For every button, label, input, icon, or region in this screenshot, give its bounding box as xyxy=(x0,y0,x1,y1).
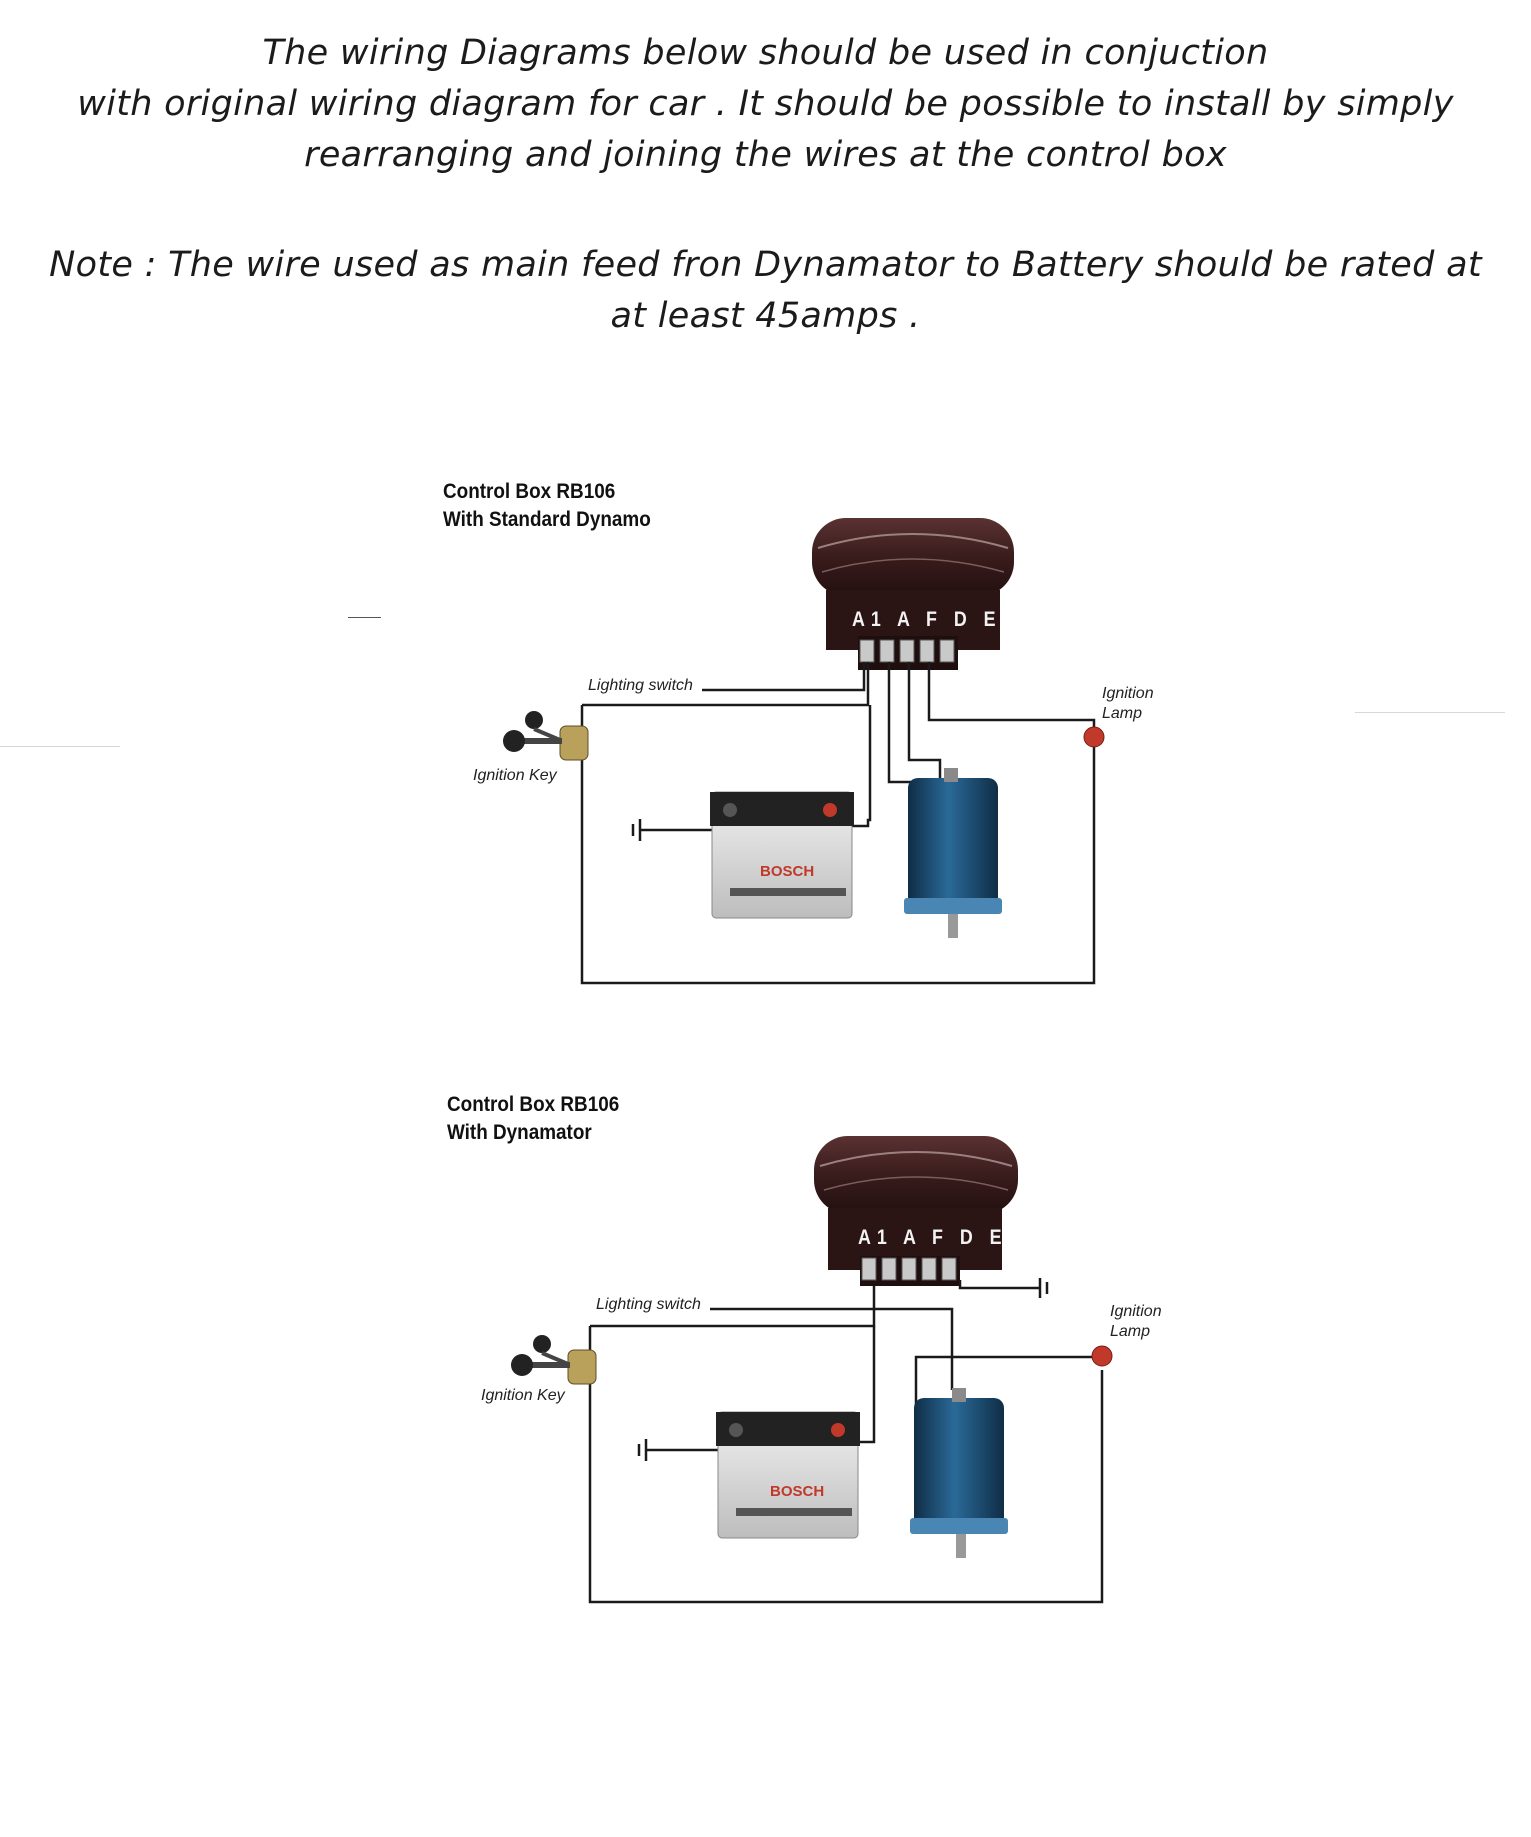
battery: BOSCH xyxy=(710,791,854,919)
battery-brand: BOSCH xyxy=(760,863,814,880)
dynamator xyxy=(910,1388,1008,1558)
diagram-1-title: Control Box RB106 With Standard Dynamo xyxy=(443,478,651,534)
intro-line: rearranging and joining the wires at the… xyxy=(304,135,1227,175)
earth-symbol xyxy=(637,1439,648,1461)
ignition-lamp-label-line: Lamp xyxy=(1110,1323,1151,1340)
note-text: Note : The wire used as main feed fron D… xyxy=(40,240,1491,342)
ignition-key-icon xyxy=(511,1335,597,1385)
battery: BOSCH xyxy=(716,1411,860,1539)
lighting-switch-label: Lighting switch xyxy=(588,677,693,694)
wires xyxy=(588,1280,1104,1604)
terminal-labels: A1 A F D E xyxy=(852,608,1002,631)
scan-artifact-line xyxy=(0,746,120,747)
battery-brand: BOSCH xyxy=(770,1483,824,1500)
control-box xyxy=(814,1136,1018,1286)
ignition-key-label: Ignition Key xyxy=(473,767,557,784)
scan-artifact-line xyxy=(348,617,381,618)
ignition-lamp-label: Ignition Lamp xyxy=(1110,1302,1162,1342)
ignition-lamp-label-line: Ignition xyxy=(1102,685,1154,702)
diagram-title-line: Control Box RB106 xyxy=(447,1093,620,1116)
ignition-lamp-label-line: Lamp xyxy=(1102,705,1143,722)
intro-line: with original wiring diagram for car . I… xyxy=(77,84,1454,124)
dynamo xyxy=(904,768,1002,938)
diagram-2-title: Control Box RB106 With Dynamator xyxy=(447,1091,619,1147)
ignition-key-icon xyxy=(503,711,589,761)
intro-line: The wiring Diagrams below should be used… xyxy=(262,33,1269,73)
lighting-switch-label: Lighting switch xyxy=(596,1296,701,1313)
control-box xyxy=(812,518,1014,670)
terminal-labels: A1 A F D E xyxy=(858,1226,1008,1249)
note-line: at least 45amps . xyxy=(610,296,921,336)
diagram-title-line: Control Box RB106 xyxy=(443,480,616,503)
ignition-lamp-label: Ignition Lamp xyxy=(1102,684,1154,724)
intro-text: The wiring Diagrams below should be used… xyxy=(40,28,1491,181)
ignition-key-label: Ignition Key xyxy=(481,1387,565,1404)
ignition-lamp-icon xyxy=(1083,726,1105,748)
diagram-title-line: With Standard Dynamo xyxy=(443,508,651,531)
earth-symbol xyxy=(631,819,642,841)
diagram-title-line: With Dynamator xyxy=(447,1121,592,1144)
wires xyxy=(580,662,1096,985)
scan-artifact-line xyxy=(1355,712,1505,713)
earth-symbol xyxy=(1038,1278,1049,1298)
ignition-lamp-icon xyxy=(1091,1345,1113,1367)
note-line: Note : The wire used as main feed fron D… xyxy=(49,245,1482,285)
ignition-lamp-label-line: Ignition xyxy=(1110,1303,1162,1320)
